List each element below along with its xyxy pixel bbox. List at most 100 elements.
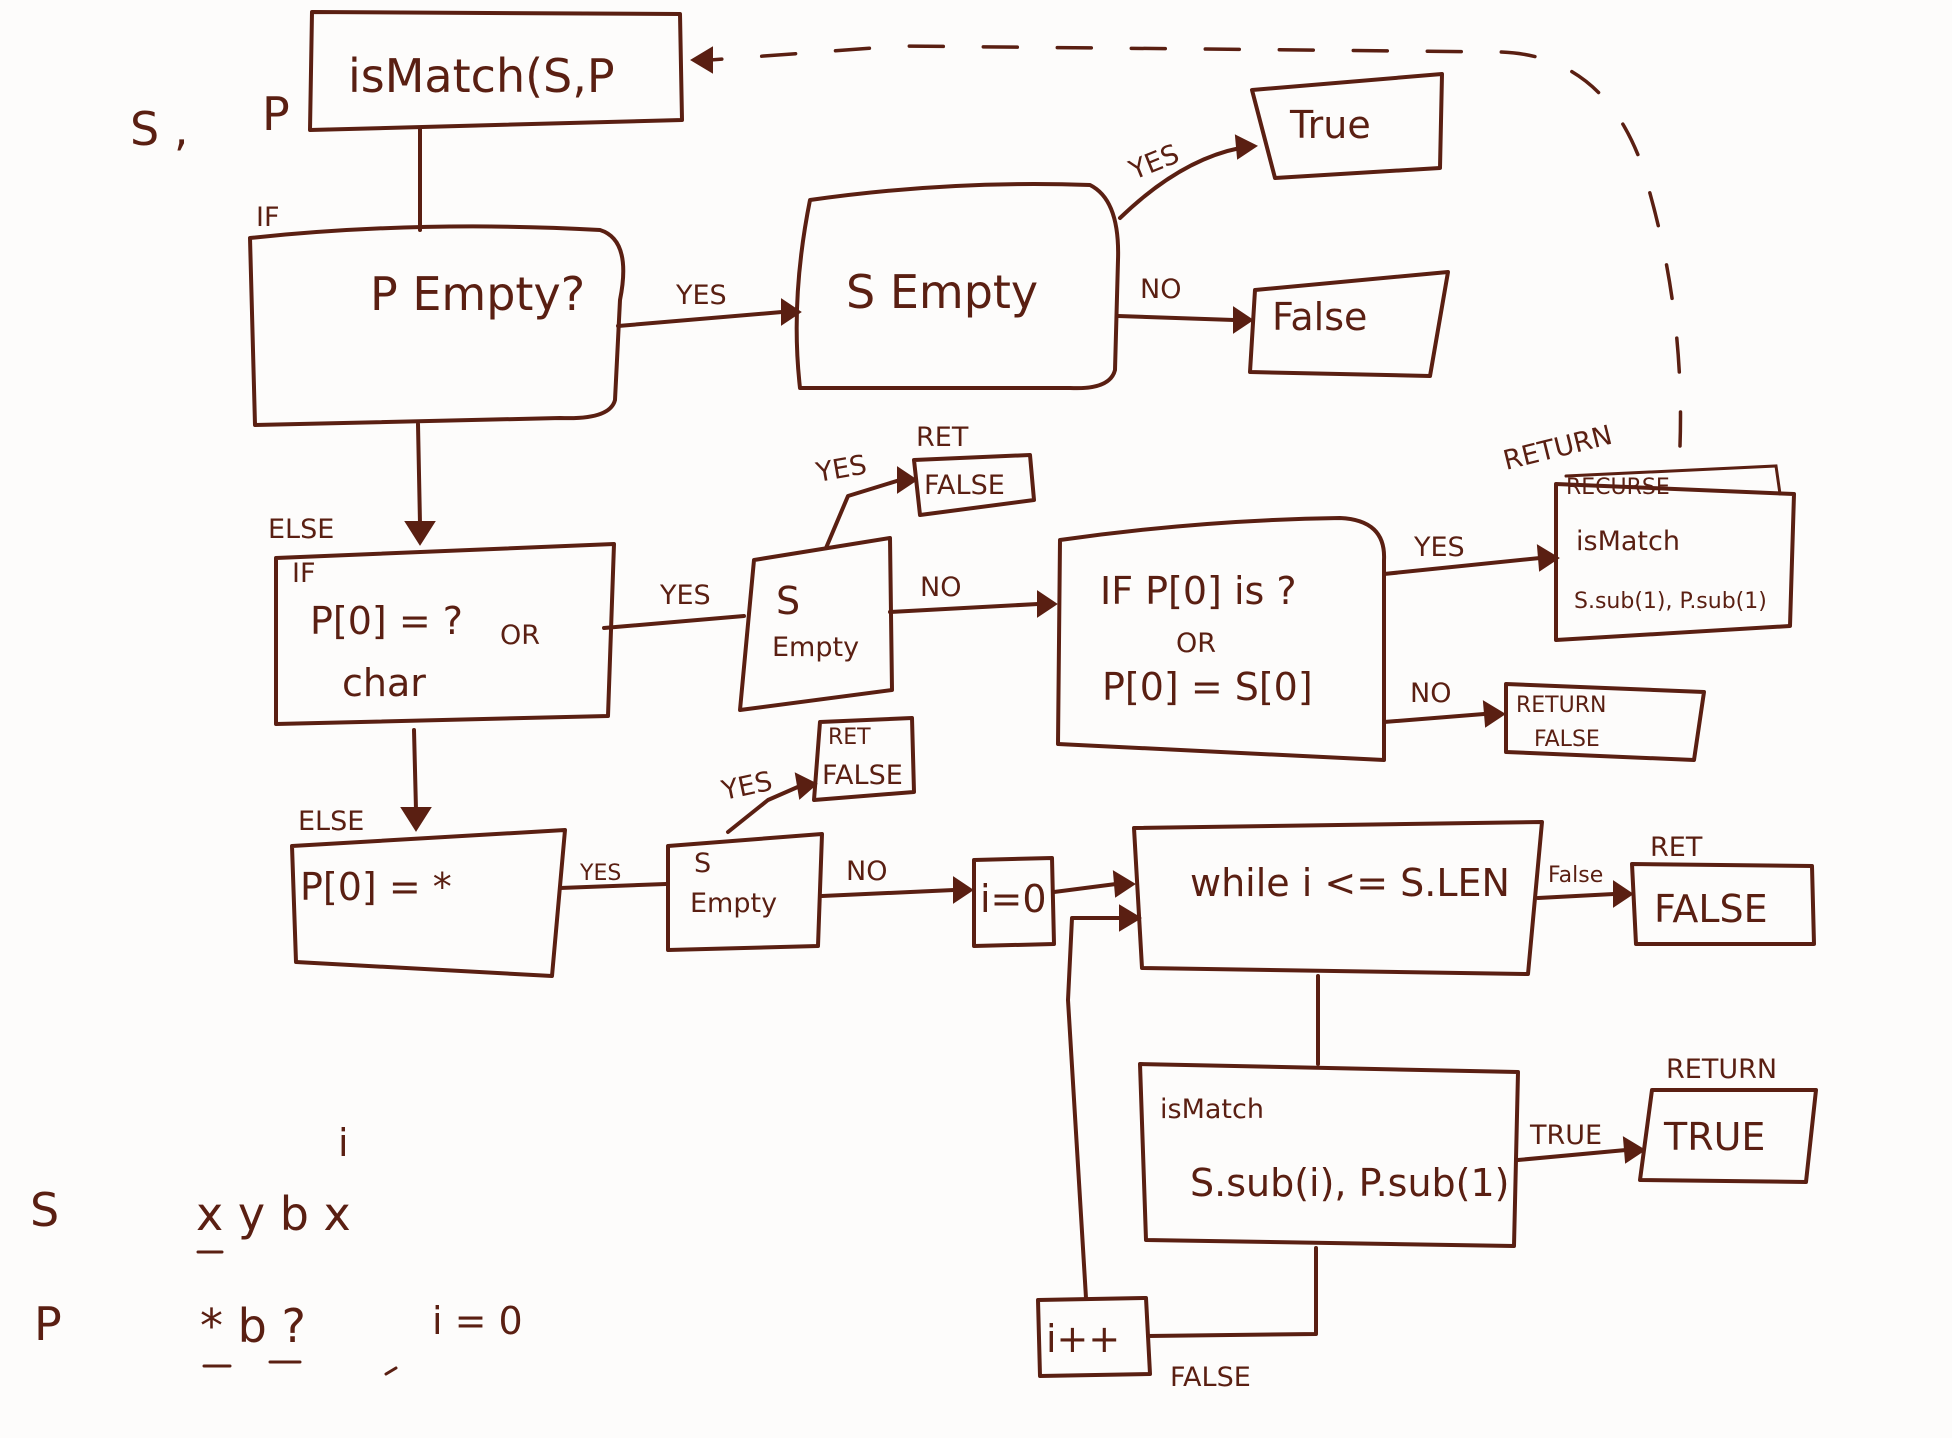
margin-p: P — [262, 87, 290, 141]
recurse-box-back — [1564, 464, 1782, 496]
ret-false-low-ret: RET — [828, 725, 871, 750]
yes-label-6: YES — [579, 861, 621, 886]
edge-sempty-to-iinit — [820, 888, 956, 898]
i-init-box — [972, 856, 1056, 948]
example-s-value: x y b x — [196, 1187, 351, 1241]
yes-label-1: YES — [675, 280, 727, 311]
if-line1: P[0] = ? — [310, 599, 463, 643]
cond-line1: IF P[0] is ? — [1100, 569, 1297, 613]
ret-false-end-val: FALSE — [1654, 887, 1768, 931]
edge-cond-to-returnfalse — [1382, 712, 1486, 724]
margin-s: S , — [130, 102, 188, 156]
inner-call-box — [1138, 1062, 1520, 1248]
s-empty-mid-box — [738, 536, 894, 712]
edge-if-to-star — [412, 728, 418, 812]
if-label-1: IF — [292, 558, 316, 589]
p-empty-box — [248, 224, 626, 427]
s-empty-low-2: Empty — [690, 888, 777, 919]
ismatch-top-box — [308, 10, 684, 132]
else-label-2: ELSE — [298, 806, 364, 837]
edge-while-to-retfalse — [1536, 892, 1616, 900]
p-empty-label: P Empty? — [370, 267, 585, 321]
while-box — [1132, 820, 1544, 976]
cond-line3: P[0] = S[0] — [1102, 665, 1313, 709]
ret-false-mid-ret: RET — [916, 422, 969, 453]
if-top-label: IF — [256, 202, 280, 233]
edge-inner-to-true — [1516, 1148, 1628, 1162]
edge-star-to-sempty — [558, 882, 668, 890]
edge-recurse-loop-dashed — [708, 44, 1683, 448]
cond-box — [1056, 516, 1387, 762]
while-label: while i <= S.LEN — [1190, 861, 1510, 905]
ret-false-mid-val: FALSE — [924, 470, 1005, 501]
edge-sempty-to-true — [1118, 146, 1242, 220]
if-or: OR — [500, 620, 540, 651]
true-top-label: True — [1289, 103, 1371, 147]
edge-sempty-to-cond — [888, 602, 1040, 614]
s-empty-top-box — [794, 182, 1121, 391]
s-empty-mid-2: Empty — [772, 632, 859, 663]
if-char: char — [342, 661, 426, 705]
inner-call-label: isMatch — [1160, 1094, 1264, 1125]
recurse-header: RECURSE — [1566, 475, 1670, 500]
yes-label-4: YES — [813, 450, 869, 490]
edge-inner-to-iinc — [1146, 1246, 1318, 1338]
s-empty-low-1: S — [694, 848, 711, 879]
cond-or: OR — [1176, 628, 1216, 659]
no-label-3: NO — [1410, 678, 1451, 709]
ret-false-end-ret: RET — [1650, 832, 1703, 863]
false-top-box — [1248, 270, 1450, 378]
no-label-2: NO — [920, 572, 961, 603]
else-label-1: ELSE — [268, 514, 334, 545]
ret-false-low-box — [812, 716, 916, 802]
if-char-box — [274, 542, 616, 726]
recurse-box — [1554, 482, 1796, 642]
ret-false-mid-box — [912, 453, 1036, 517]
edge-sempty-to-retfalse — [824, 478, 902, 550]
s-empty-low-box — [666, 832, 824, 952]
edge-iinit-to-while — [1052, 882, 1118, 894]
false-top-label: False — [1272, 295, 1367, 339]
s-empty-mid-1: S — [776, 579, 800, 623]
false-exit-label: FALSE — [1170, 1362, 1251, 1393]
i-init-label: i=0 — [980, 877, 1047, 921]
yes-label-5: YES — [1413, 532, 1465, 563]
return-true-val: TRUE — [1663, 1115, 1765, 1159]
edge-pempty-to-sempty — [616, 310, 784, 328]
return-false-1: RETURN — [1516, 693, 1606, 718]
example-p-value: * b ? — [200, 1299, 306, 1353]
false-loop-label: False — [1548, 863, 1603, 888]
return-false-2: FALSE — [1534, 727, 1600, 752]
star-check-box — [290, 828, 567, 978]
i-inc-label: i++ — [1046, 1317, 1120, 1361]
recurse-call: isMatch — [1576, 526, 1680, 557]
example-i-value: i = 0 — [432, 1299, 523, 1343]
star-check-label: P[0] = * — [300, 865, 452, 909]
edge-iinc-to-while — [1066, 916, 1122, 1300]
i-inc-box — [1036, 1296, 1152, 1378]
ismatch-top-label: isMatch(S,P — [348, 49, 615, 103]
s-empty-top-label: S Empty — [846, 265, 1038, 319]
example-i-marker: i — [338, 1121, 349, 1165]
example-p-label: P — [34, 1297, 62, 1351]
edge-cond-to-recurse — [1382, 556, 1542, 576]
return-false-box — [1504, 682, 1706, 762]
yes-label-2: YES — [1124, 139, 1184, 187]
true-loop-label: TRUE — [1529, 1120, 1602, 1151]
inner-args-label: S.sub(i), P.sub(1) — [1190, 1161, 1509, 1205]
edge-if-to-sempty — [602, 614, 746, 630]
edge-sempty-to-retfalse-low — [726, 784, 802, 834]
return-recurse-label: RETURN — [1500, 420, 1615, 477]
no-label-4: NO — [846, 856, 887, 887]
yes-label-3: YES — [659, 580, 711, 611]
ret-false-low-val: FALSE — [822, 760, 903, 791]
ret-false-end-box — [1630, 862, 1816, 946]
no-label-1: NO — [1140, 274, 1181, 305]
recurse-args: S.sub(1), P.sub(1) — [1574, 589, 1767, 614]
return-true-label: RETURN — [1666, 1054, 1777, 1085]
edge-pempty-to-if — [416, 422, 422, 526]
example-s-label: S — [30, 1183, 59, 1237]
true-top-box — [1250, 72, 1444, 180]
